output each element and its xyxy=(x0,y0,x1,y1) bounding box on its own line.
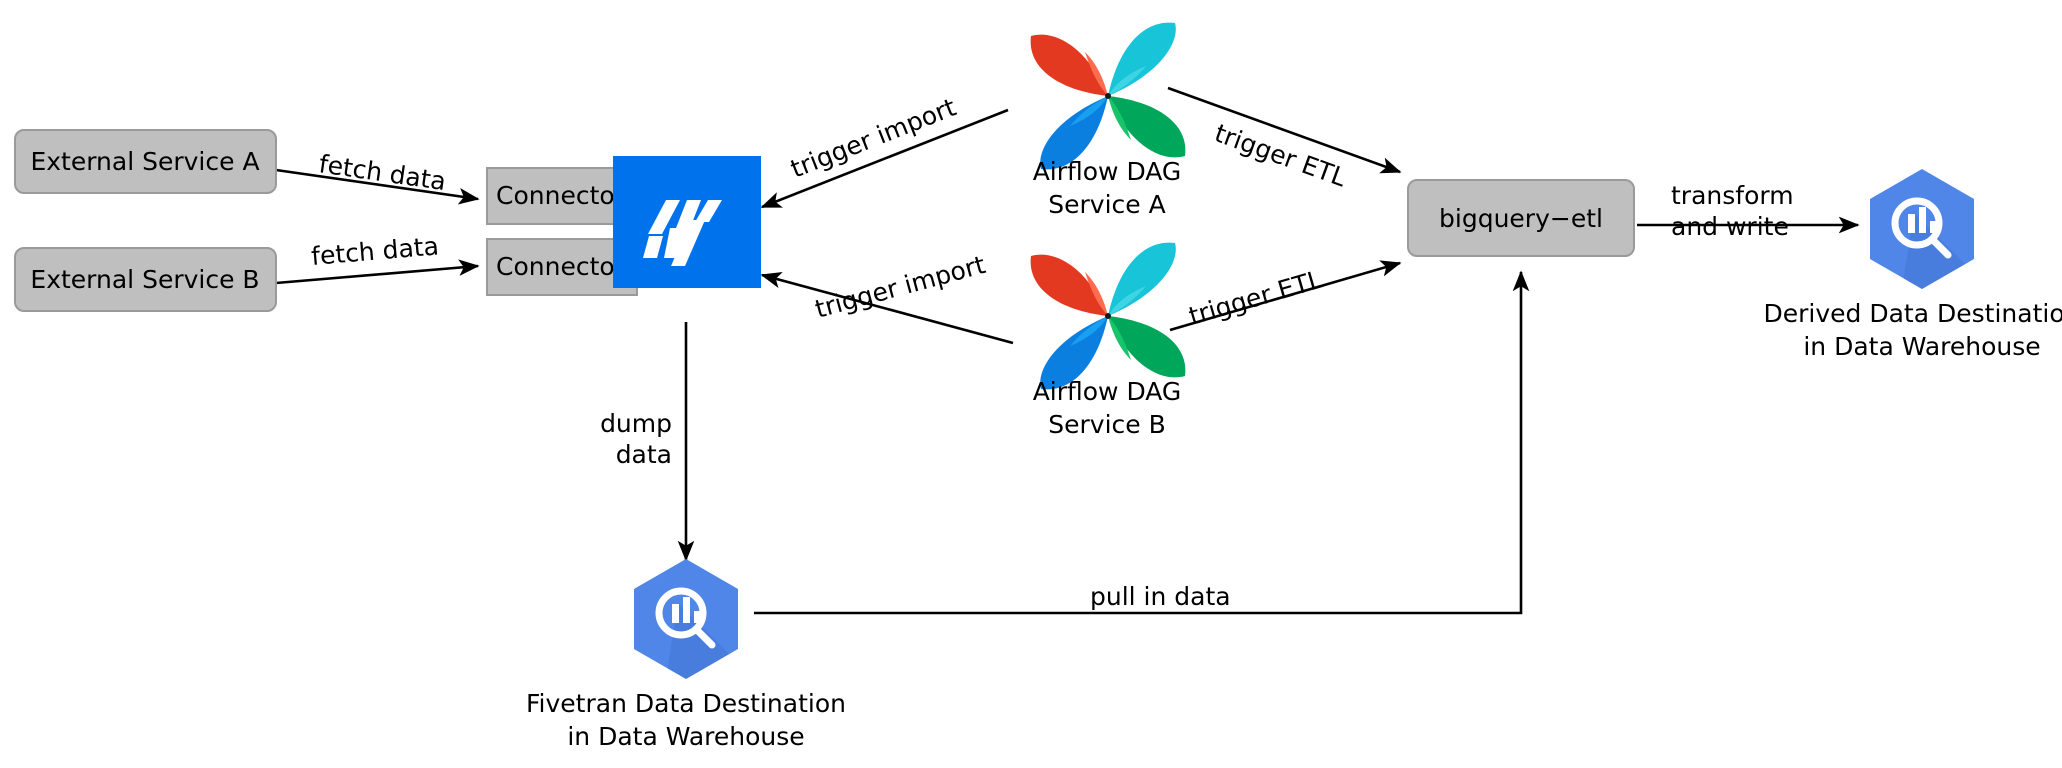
edge-svc-a-to-connector-a: fetch data xyxy=(275,149,480,205)
edge-label-transform-line2: and write xyxy=(1671,212,1789,241)
connector-a-box[interactable] xyxy=(486,167,638,225)
airflow-dag-b-caption-line2: Service B xyxy=(1048,410,1166,439)
edge-label-fetch-data-b: fetch data xyxy=(310,231,440,271)
node-bigquery-etl[interactable]: bigquery−etl xyxy=(1407,179,1635,257)
node-connector-a[interactable]: Connector xyxy=(486,167,638,225)
node-derived-destination[interactable]: Derived Data Destination in Data Warehou… xyxy=(1764,169,2062,361)
derived-destination-caption-line1: Derived Data Destination xyxy=(1764,299,2062,328)
connector-b-box[interactable] xyxy=(486,238,638,296)
edge-svc-b-to-connector-b: fetch data xyxy=(275,231,480,285)
node-airflow-dag-a[interactable]: Airflow DAG Service A xyxy=(1030,22,1186,219)
derived-destination-caption-line2: in Data Warehouse xyxy=(1803,332,2040,361)
edge-dag-a-to-etl: trigger ETL xyxy=(1167,86,1402,192)
airflow-dag-b-caption-line1: Airflow DAG xyxy=(1033,377,1182,406)
fivetran-logo-icon xyxy=(643,200,722,266)
edge-dag-a-to-fivetran: trigger import xyxy=(760,92,1009,209)
bigquery-hexagon-icon[interactable] xyxy=(1870,169,1992,313)
node-fivetran[interactable] xyxy=(613,156,761,288)
edge-label-trigger-etl-b: trigger ETL xyxy=(1186,265,1326,331)
node-airflow-dag-b[interactable]: Airflow DAG Service B xyxy=(1030,242,1186,439)
external-service-b-box[interactable] xyxy=(14,247,277,312)
fivetran-destination-caption-line1: Fivetran Data Destination xyxy=(526,689,846,718)
node-external-service-a[interactable]: External Service A xyxy=(14,129,277,194)
node-fivetran-destination[interactable]: Fivetran Data Destination in Data Wareho… xyxy=(526,559,846,751)
external-service-a-box[interactable] xyxy=(14,129,277,194)
edge-label-dump-line2: data xyxy=(616,440,672,469)
node-connector-b[interactable]: Connector xyxy=(486,238,638,296)
edge-dag-b-to-fivetran: trigger import xyxy=(760,250,1014,345)
bigquery-etl-box[interactable] xyxy=(1407,179,1635,257)
edge-destination-to-etl: pull in data xyxy=(754,270,1530,615)
edge-label-transform-line1: transform xyxy=(1671,181,1794,210)
edge-fivetran-to-destination: dump data xyxy=(600,322,695,562)
connector-a-label: Connector xyxy=(496,181,626,210)
airflow-dag-a-caption-line2: Service A xyxy=(1048,190,1165,219)
external-service-b-label: External Service B xyxy=(30,265,259,294)
edge-etl-to-derived: transform and write xyxy=(1637,181,1860,241)
fivetran-destination-caption-line2: in Data Warehouse xyxy=(567,722,804,751)
airflow-dag-a-caption-line1: Airflow DAG xyxy=(1033,157,1182,186)
edge-label-pull-in-data: pull in data xyxy=(1090,582,1231,611)
edge-dag-b-to-etl: trigger ETL xyxy=(1169,260,1402,332)
airflow-pinwheel-icon[interactable] xyxy=(1030,242,1186,390)
bigquery-etl-label: bigquery−etl xyxy=(1439,204,1603,233)
edge-label-dump-line1: dump xyxy=(600,409,672,438)
external-service-a-label: External Service A xyxy=(30,147,259,176)
edge-label-fetch-data-a: fetch data xyxy=(317,149,448,196)
airflow-pinwheel-icon[interactable] xyxy=(1030,22,1186,170)
connector-b-label: Connector xyxy=(496,252,626,281)
node-external-service-b[interactable]: External Service B xyxy=(14,247,277,312)
bigquery-hexagon-icon[interactable] xyxy=(634,559,756,703)
